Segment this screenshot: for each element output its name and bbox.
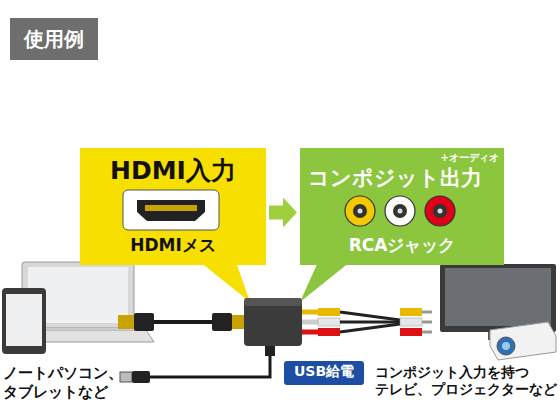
rca-jack-icon	[340, 193, 460, 229]
node-text: HDMIメス	[80, 234, 266, 257]
device-caption: ノートパソコン、 タブレットなど	[3, 364, 143, 402]
flow-arrow	[269, 198, 297, 228]
node-text: コンポジット出力	[308, 164, 482, 192]
usb-cable	[120, 346, 275, 383]
converter-box	[244, 298, 302, 346]
node-text: RCAジャック	[300, 234, 504, 257]
projector	[490, 322, 556, 360]
callout-tail	[200, 262, 250, 302]
callout-box: コンポジット出力+オーディオ RCAジャック	[300, 148, 504, 265]
title-tab: 使用例	[10, 18, 98, 60]
callout-tail	[300, 262, 350, 302]
power-label: USB給電	[284, 361, 364, 385]
node-text: HDMI入力	[80, 154, 266, 187]
device-caption: コンポジット入力を持つ テレビ、プロジェクターなど	[375, 364, 558, 398]
hdmi-port-icon	[121, 188, 221, 232]
arrow-shape	[269, 198, 297, 228]
node-text: +オーディオ	[441, 151, 499, 165]
hdmi-cable	[118, 313, 244, 331]
title-text: 使用例	[24, 26, 84, 53]
node-text: USB給電	[284, 363, 364, 381]
rca-cable	[302, 308, 432, 336]
callout-box: HDMI入力 HDMIメス	[80, 148, 266, 265]
tablet	[2, 288, 46, 354]
